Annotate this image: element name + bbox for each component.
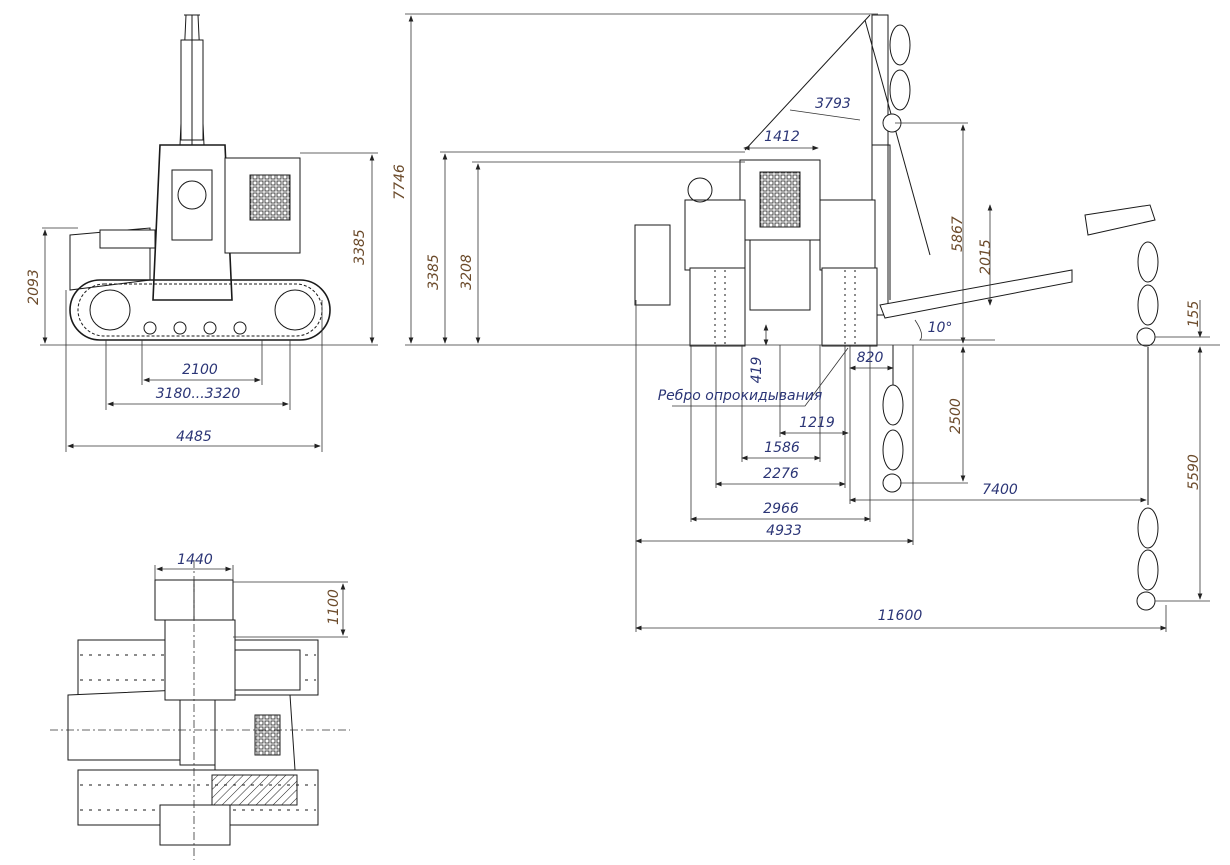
dim-front-cab-height: 2093 [26,269,42,305]
dim-counterweight-width: 1440 [177,552,213,568]
dim-hook-drop: 5590 [1186,454,1202,490]
track-bolts [714,270,856,344]
dim-cab-width: 1412 [764,129,800,145]
dim-overall-length: 11600 [878,608,923,624]
dim-hook-low-offset: 155 [1186,301,1202,328]
dim-4933: 4933 [766,523,802,539]
dim-clearance: 419 [749,357,765,384]
dim-track-width-range: 3180...3320 [156,386,241,402]
top-view: 1440 1100 [50,552,350,860]
dim-hook-height-mid: 2015 [978,239,994,275]
dim-2276: 2276 [763,466,799,482]
dim-reach: 7400 [982,482,1018,498]
dim-boom-angle: 10° [928,320,953,336]
tipping-edge-label: Ребро опрокидывания [658,388,823,404]
dim-boom-length: 3793 [815,96,851,112]
dim-side-cab-height: 3208 [459,254,475,290]
dim-2966: 2966 [763,501,799,517]
dim-counterweight-depth: 1100 [326,589,342,625]
dim-overhang: 820 [857,350,884,366]
dim-track-gauge: 2100 [182,362,218,378]
dim-1219: 1219 [799,415,835,431]
dim-hook-height-upper: 5867 [950,216,966,252]
side-view: 7746 3385 3208 1412 3793 5867 2015 155 1… [392,13,1220,632]
dim-overall-width: 4485 [176,429,212,445]
dim-front-total-height: 3385 [352,229,368,265]
dim-side-total-height: 3385 [426,254,442,290]
front-view: 2093 3385 2100 3180...3320 4485 [26,14,378,452]
dim-boom-height: 7746 [392,164,408,200]
dim-1586: 1586 [764,440,800,456]
dim-hook-depth: 2500 [948,398,964,434]
